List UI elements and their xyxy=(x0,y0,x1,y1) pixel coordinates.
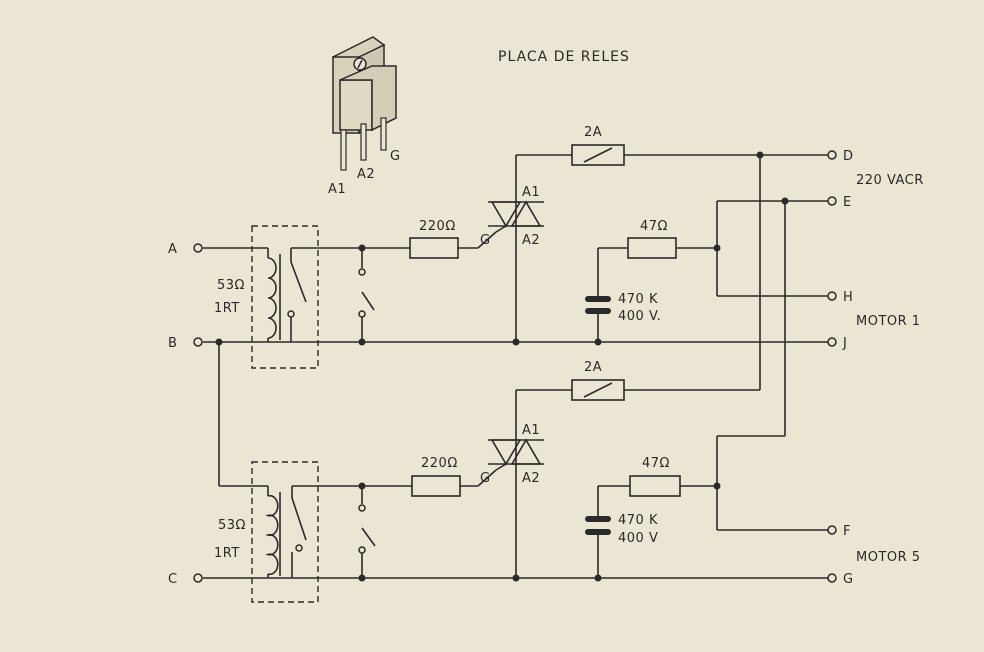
terminal-h-label: H xyxy=(843,290,853,305)
fuse-1-mark xyxy=(583,147,613,163)
triac-1-g-label: G xyxy=(480,233,491,248)
switch-2-pin-top xyxy=(358,504,366,512)
snubber-cap-2-bottom xyxy=(585,529,611,535)
relay-1-contact-pin xyxy=(287,310,295,318)
pkg-pin-g-label: G xyxy=(390,149,401,164)
terminal-j-label: J xyxy=(842,336,847,351)
gate-resistor-1-label: 220Ω xyxy=(419,219,456,234)
terminal-e-label: E xyxy=(843,195,852,210)
gate-resistor-1 xyxy=(409,237,459,259)
snubber-resistor-2-label: 47Ω xyxy=(642,456,670,471)
fuse-2-label: 2A xyxy=(584,360,602,375)
terminal-c xyxy=(193,573,203,583)
switch-1-blade xyxy=(361,291,375,311)
triac-package-drawing xyxy=(331,36,397,171)
terminal-b-label: B xyxy=(168,336,177,351)
terminal-d-label: D xyxy=(843,149,854,164)
coil-1-type-label: 1RT xyxy=(214,301,240,316)
snubber-resistor-1 xyxy=(627,237,677,259)
coil-2-resistance-label: 53Ω xyxy=(218,518,246,533)
cap-1-value-label: 470 K xyxy=(618,292,658,307)
triac-2-symbol xyxy=(488,438,544,471)
snubber-cap-1-top xyxy=(585,296,611,302)
relay-1-outline xyxy=(251,225,319,369)
fuse-2-mark xyxy=(583,382,613,398)
triac-2-a2-label: A2 xyxy=(522,471,540,486)
relay-2-outline xyxy=(251,461,319,603)
terminal-f xyxy=(827,525,837,535)
snubber-resistor-2 xyxy=(629,475,681,497)
switch-1-pin-bottom xyxy=(358,310,366,318)
snubber-resistor-1-label: 47Ω xyxy=(640,219,668,234)
motor-5-label: MOTOR 5 xyxy=(856,550,921,565)
switch-2-blade xyxy=(361,527,376,547)
cap-2-value-label: 470 K xyxy=(618,513,658,528)
relay-2-contact-pin xyxy=(295,544,303,552)
triac-1-symbol xyxy=(488,200,544,233)
triac-1-a1-label: A1 xyxy=(522,185,540,200)
terminal-e xyxy=(827,196,837,206)
triac-2-g-label: G xyxy=(480,471,491,486)
diagram-title: PLACA DE RELES xyxy=(498,49,630,65)
terminal-d xyxy=(827,150,837,160)
motor-1-label: MOTOR 1 xyxy=(856,314,921,329)
relay-2-coil xyxy=(265,494,279,576)
terminal-c-label: C xyxy=(168,572,178,587)
switch-1-pin-top xyxy=(358,268,366,276)
fuse-1-label: 2A xyxy=(584,125,602,140)
pkg-pin-a2-label: A2 xyxy=(357,167,375,182)
terminal-a-label: A xyxy=(168,242,177,257)
gate-resistor-2-label: 220Ω xyxy=(421,456,458,471)
coil-2-type-label: 1RT xyxy=(214,546,240,561)
supply-label: 220 VACR xyxy=(856,173,924,188)
gate-resistor-2 xyxy=(411,475,461,497)
terminal-j xyxy=(827,337,837,347)
terminal-g xyxy=(827,573,837,583)
triac-2-a1-label: A1 xyxy=(522,423,540,438)
junction-dots xyxy=(215,151,789,582)
relay-1-contact xyxy=(290,261,307,303)
coil-1-resistance-label: 53Ω xyxy=(217,278,245,293)
relay-1-coil xyxy=(267,257,277,339)
triac-1-a2-label: A2 xyxy=(522,233,540,248)
terminal-a xyxy=(193,243,203,253)
cap-2-voltage-label: 400 V xyxy=(618,531,658,546)
cap-1-voltage-label: 400 V. xyxy=(618,309,661,324)
terminal-b xyxy=(193,337,203,347)
terminal-g-label: G xyxy=(843,572,854,587)
pkg-pin-a1-label: A1 xyxy=(328,182,346,197)
terminal-f-label: F xyxy=(843,524,851,539)
switch-2-pin-bottom xyxy=(358,546,366,554)
relay-2-contact xyxy=(291,497,307,541)
snubber-cap-2-top xyxy=(585,516,611,522)
terminal-h xyxy=(827,291,837,301)
snubber-cap-1-bottom xyxy=(585,308,611,314)
